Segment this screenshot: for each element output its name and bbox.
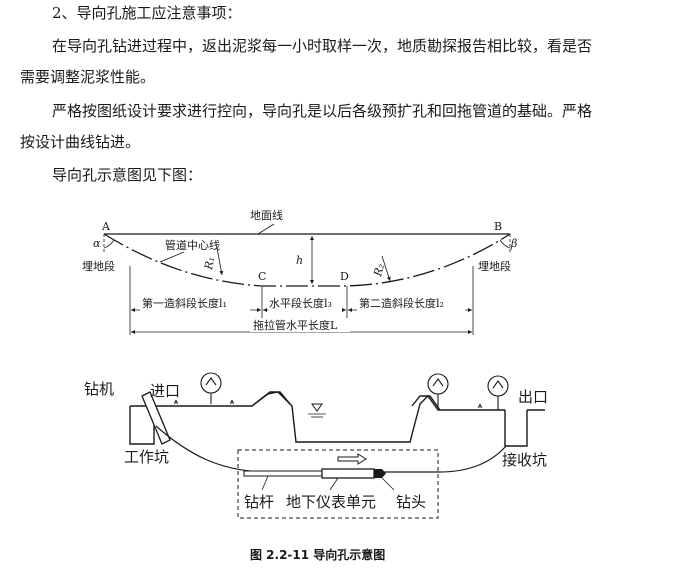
entry-label: 进口 <box>150 382 180 400</box>
radius-r2-label: R₂ <box>371 262 387 279</box>
grass-marks <box>173 399 483 409</box>
radius-r1-label: R₁ <box>202 256 217 272</box>
segment-3-length: 第二造斜段长度l₂ <box>359 296 444 310</box>
paragraph-1-line-1: 在导向孔钻进过程中，返出泥浆每一小时取样一次，地质勘探报告相比较，看是否 <box>52 37 593 55</box>
figure-caption: 图 2.2-11 导向孔示意图 <box>250 548 386 562</box>
drill-rig-icon <box>141 391 171 445</box>
alpha-label: α <box>93 237 101 250</box>
segment-2-length: 水平段长度l₃ <box>269 296 332 310</box>
paragraph-2-line-2: 按设计曲线钻进。 <box>20 133 141 151</box>
point-b-label: B <box>494 220 502 233</box>
buried-section-right: 埋地段 <box>478 259 511 273</box>
ground-line-label: 地面线 <box>250 208 283 222</box>
receive-pit-label: 接收坑 <box>502 451 547 469</box>
receive-pit <box>504 410 528 447</box>
drill-rig-label: 钻机 <box>84 380 114 398</box>
point-c-label: C <box>258 270 266 283</box>
tree-icon <box>427 373 449 408</box>
ground-surface <box>130 391 545 443</box>
pipe-centerline <box>103 233 511 287</box>
point-d-label: D <box>340 270 349 283</box>
work-pit <box>129 406 155 445</box>
section-heading: 2、导向孔施工应注意事项： <box>52 4 242 22</box>
drill-head-label: 钻头 <box>396 493 426 511</box>
drill-head-icon <box>374 469 386 478</box>
tree-icon <box>200 372 222 404</box>
tree-icon <box>487 375 509 410</box>
buried-section-left: 埋地段 <box>82 259 115 273</box>
work-pit-label: 工作坑 <box>124 448 169 466</box>
depth-h-label: h <box>296 254 303 267</box>
instrument-unit-label: 地下仪表单元 <box>286 493 376 511</box>
point-a-label: A <box>101 220 111 233</box>
direction-arrow-icon <box>337 453 367 465</box>
exit-label: 出口 <box>518 388 548 406</box>
drill-rod <box>243 470 323 477</box>
paragraph-2-line-1: 严格按图纸设计要求进行控向，导向孔是以后各级预扩孔和回拖管道的基础。严格 <box>52 102 593 120</box>
bore-path <box>155 425 507 473</box>
beta-label: β <box>510 237 517 250</box>
water-level-icon <box>311 403 323 412</box>
pipe-centerline-label: 管道中心线 <box>165 238 220 252</box>
detail-box <box>237 449 439 519</box>
drill-rod-label: 钻杆 <box>244 493 274 511</box>
paragraph-1-line-2: 需要调整泥浆性能。 <box>20 68 156 86</box>
figure-intro: 导向孔示意图见下图： <box>52 166 203 184</box>
segment-1-length: 第一造斜段长度l₁ <box>142 296 227 310</box>
instrument-unit <box>321 468 375 479</box>
total-length: 拖拉管水平长度L <box>253 318 338 332</box>
